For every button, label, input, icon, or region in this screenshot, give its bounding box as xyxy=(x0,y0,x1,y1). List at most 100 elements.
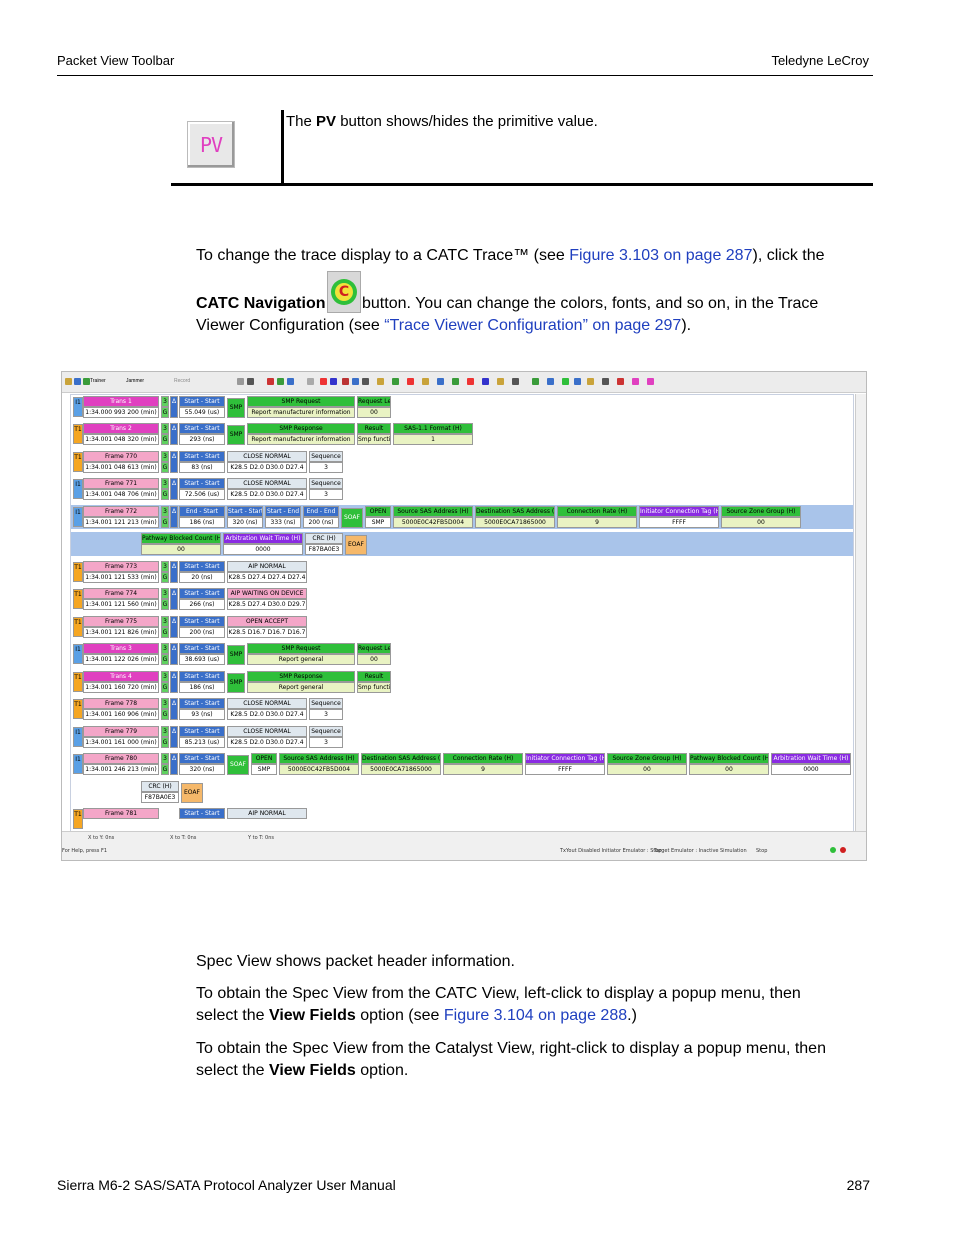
field-value-cell: 5000E0C42FB5D004 xyxy=(393,517,473,528)
p3-post: option. xyxy=(355,1062,409,1079)
screenshot-toolbar: Trainer Jammer Record xyxy=(62,372,866,393)
field-label-cell: SAS-1.1 Format (H) xyxy=(393,423,473,434)
timing-value-cell: 333 (ns) xyxy=(265,517,301,528)
tag-cell: SMP xyxy=(227,673,245,693)
direction-cell: I1 xyxy=(73,479,83,499)
timing-label-cell: Start - End xyxy=(265,506,301,517)
g-cell: G xyxy=(161,764,169,775)
field-label-cell: Arbitration Wait Time (H) xyxy=(771,753,851,764)
field-label-cell: CRC (H) xyxy=(141,781,179,792)
direction-cell: T1 xyxy=(73,617,83,637)
tag-cell: SOAF xyxy=(227,755,249,775)
tag-cell: SMP xyxy=(227,645,245,665)
field-label-cell: OPEN xyxy=(251,753,277,764)
field-value-cell: 00 xyxy=(357,654,391,665)
catc-paragraph-line2: button. You can change the colors, fonts… xyxy=(362,295,819,312)
timing-value-cell: 83 (ns) xyxy=(179,462,225,473)
field-label-cell: Sequence xyxy=(309,478,343,489)
packet-type-cell: Frame 770 xyxy=(83,451,159,462)
field-value-cell: Smp function accepted xyxy=(357,434,391,445)
timing-value-cell: 293 (ns) xyxy=(179,434,225,445)
figure-103-link[interactable]: Figure 3.103 on page 287 xyxy=(569,247,753,264)
time-cell: 1:34.001 160 906 (min) xyxy=(83,709,159,720)
trace-scrollbar[interactable] xyxy=(855,394,866,834)
field-label-cell: SMP Response xyxy=(247,423,355,434)
timing-label-cell: Start - Start xyxy=(179,726,225,737)
time-cell: 1:34.001 121 533 (min) xyxy=(83,572,159,583)
field-value-cell: F87BA0E3 xyxy=(305,544,343,555)
time-cell: 1:34.001 121 560 (min) xyxy=(83,599,159,610)
p2-bold: View Fields xyxy=(268,1007,356,1024)
spec-paragraph-2-line1: To obtain the Spec View from the CATC Vi… xyxy=(196,985,801,1002)
time-cell: 1:34.001 122 026 (min) xyxy=(83,654,159,665)
field-value-cell: 00 xyxy=(721,517,801,528)
timing-label-cell: Start - Start xyxy=(179,478,225,489)
table-bottom-rule xyxy=(171,183,873,186)
field-value-cell: 00 xyxy=(689,764,769,775)
timing-label-cell: Start - Start xyxy=(179,561,225,572)
field-value-cell: Report general xyxy=(247,654,355,665)
field-label-cell: Result xyxy=(357,423,391,434)
toolbar-record[interactable]: Record xyxy=(174,378,191,384)
pv-desc-bold: PV xyxy=(316,113,337,130)
field-label-cell: Request Length (H) xyxy=(357,643,391,654)
pv-desc-pre: The xyxy=(286,113,317,130)
delta-cell: Δ xyxy=(170,616,178,638)
count-cell: 3 xyxy=(161,423,169,434)
field-value-cell: 0000 xyxy=(771,764,851,775)
g-cell: G xyxy=(161,572,169,583)
field-label-cell: SMP Request xyxy=(247,396,355,407)
field-value-cell: 5000E0CA71865000 xyxy=(361,764,441,775)
packet-type-cell: Frame 781 xyxy=(83,808,159,819)
time-cell: 1:34.001 161 000 (min) xyxy=(83,737,159,748)
delta-cell: Δ xyxy=(170,726,178,748)
g-cell: G xyxy=(161,489,169,500)
packet-type-cell: Frame 774 xyxy=(83,588,159,599)
field-label-cell: CLOSE NORMAL xyxy=(227,726,307,737)
trace-viewer-config-link[interactable]: “Trace Viewer Configuration” on page 297 xyxy=(384,317,682,334)
packet-type-cell: Trans 1 xyxy=(83,396,159,407)
toolbar-jammer[interactable]: Jammer xyxy=(126,378,145,384)
timing-label-cell: Start - Start xyxy=(179,698,225,709)
g-cell: G xyxy=(161,627,169,638)
count-cell: 3 xyxy=(161,698,169,709)
field-label-cell: Sequence xyxy=(309,451,343,462)
field-label-cell: Connection Rate (H) xyxy=(443,753,523,764)
catc-line3-post: ). xyxy=(681,317,692,334)
tag-cell: SOAF xyxy=(341,508,363,528)
field-label-cell: Connection Rate (H) xyxy=(557,506,637,517)
field-value-cell: Report manufacturer information xyxy=(247,407,355,418)
toolbar-trainer[interactable]: Trainer xyxy=(90,378,106,384)
count-cell: 3 xyxy=(161,726,169,737)
packet-type-cell: Frame 771 xyxy=(83,478,159,489)
direction-cell: I1 xyxy=(73,754,83,774)
field-label-cell: Initiator Connection Tag (H) xyxy=(639,506,719,517)
delta-cell: Δ xyxy=(170,506,178,528)
g-cell: G xyxy=(161,462,169,473)
delta-cell: Δ xyxy=(170,588,178,610)
field-value-cell: K28.5 D2.0 D30.0 D27.4 xyxy=(227,709,307,720)
catc-navigation-icon: C xyxy=(327,271,361,313)
figure-104-link[interactable]: Figure 3.104 on page 288 xyxy=(443,1007,628,1024)
spec-paragraph-1: Spec View shows packet header informatio… xyxy=(196,953,515,970)
timing-label-cell: Start - Start xyxy=(179,451,225,462)
field-value-cell: K28.5 D27.4 D27.4 D27.4 xyxy=(227,572,307,583)
tag-cell: SMP xyxy=(227,425,245,445)
